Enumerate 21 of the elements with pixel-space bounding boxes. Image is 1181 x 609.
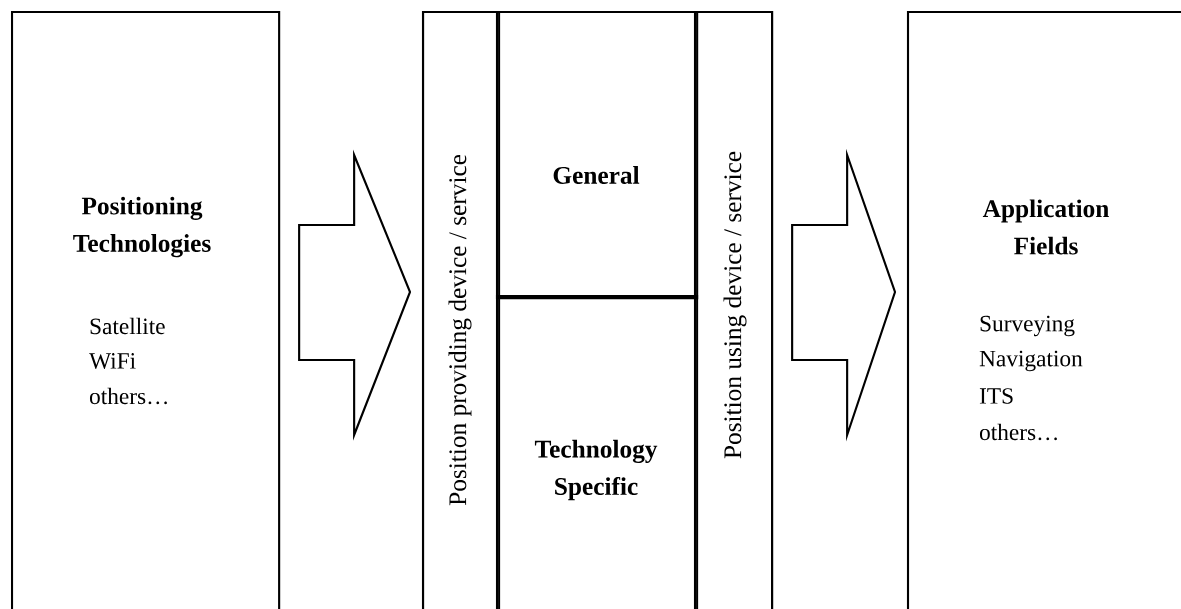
list-item: WiFi — [89, 353, 136, 369]
heading: General — [553, 166, 640, 184]
list-item: others… — [90, 387, 167, 405]
column-box — [495, 294, 699, 609]
heading: Application Fields — [982, 199, 1109, 255]
block-arrow — [791, 148, 897, 442]
label: Position providing device / service — [448, 154, 472, 506]
panel-box — [10, 10, 281, 609]
label: Position using device / service — [723, 151, 747, 459]
heading: Technology Specific — [534, 439, 658, 501]
list-item: ITS — [979, 388, 1013, 404]
list-item: others… — [979, 423, 1057, 441]
list-item: Satellite — [90, 317, 165, 335]
column-box — [693, 10, 774, 609]
column-box — [495, 10, 699, 300]
list-item: Surveying — [980, 315, 1075, 337]
panel-box — [906, 10, 1181, 609]
block-arrow — [298, 149, 412, 441]
list-item: Navigation — [979, 350, 1083, 372]
column-box — [421, 10, 501, 609]
heading: Positioning Technologies — [73, 196, 211, 258]
